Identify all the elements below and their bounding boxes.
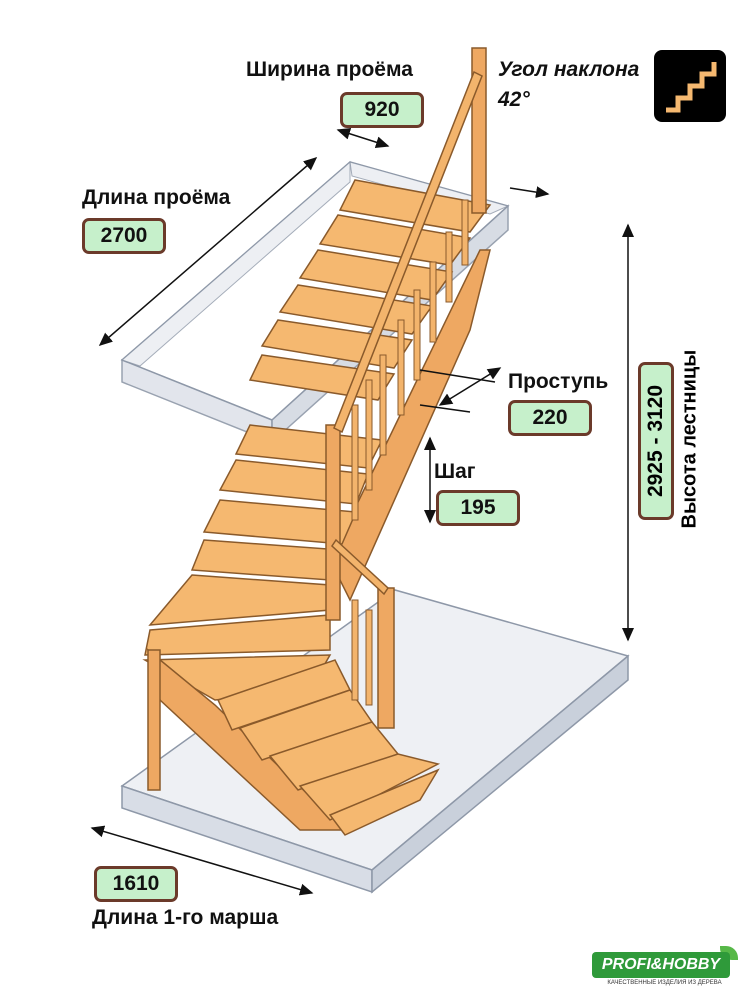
logo-tagline: КАЧЕСТВЕННЫЕ ИЗДЕЛИЯ ИЗ ДЕРЕВА [607, 980, 722, 986]
tread-label: Проступь [508, 370, 609, 393]
logo-name: PROFI&HOBBY [601, 956, 721, 973]
logo-badge: PROFI&HOBBY [592, 952, 730, 978]
stair-height-value: 2925 - 3120 [638, 362, 674, 520]
opening-width-label: Ширина проёма [246, 58, 413, 81]
stairs-icon [654, 50, 726, 122]
opening-width-arrow [336, 127, 390, 149]
opening-length-arrow [98, 157, 318, 346]
first-flight-arrow [90, 825, 314, 896]
balusters [351, 199, 469, 706]
step-label: Шаг [434, 460, 476, 483]
dimension-lines [90, 127, 634, 896]
tilt-angle-label: Угол наклона [498, 58, 640, 81]
tread-value: 220 [508, 400, 592, 436]
stair-height-label: Высота лестницы [678, 349, 701, 529]
handrails [331, 70, 483, 596]
brand-logo: PROFI&HOBBY КАЧЕСТВЕННЫЕ ИЗДЕЛИЯ ИЗ ДЕРЕ… [592, 946, 742, 992]
tilt-angle-value: 42° [498, 88, 530, 111]
upper-stringer [329, 249, 491, 602]
opening-length-value: 2700 [82, 218, 166, 254]
tread-arrow [438, 367, 502, 406]
lower-flight-steps [216, 659, 441, 836]
first-flight-value: 1610 [94, 866, 178, 902]
step-value: 195 [436, 490, 520, 526]
opening-width-value: 920 [340, 92, 424, 128]
opening-length-label: Длина проёма [82, 186, 231, 209]
first-flight-label: Длина 1-го марша [92, 906, 279, 929]
